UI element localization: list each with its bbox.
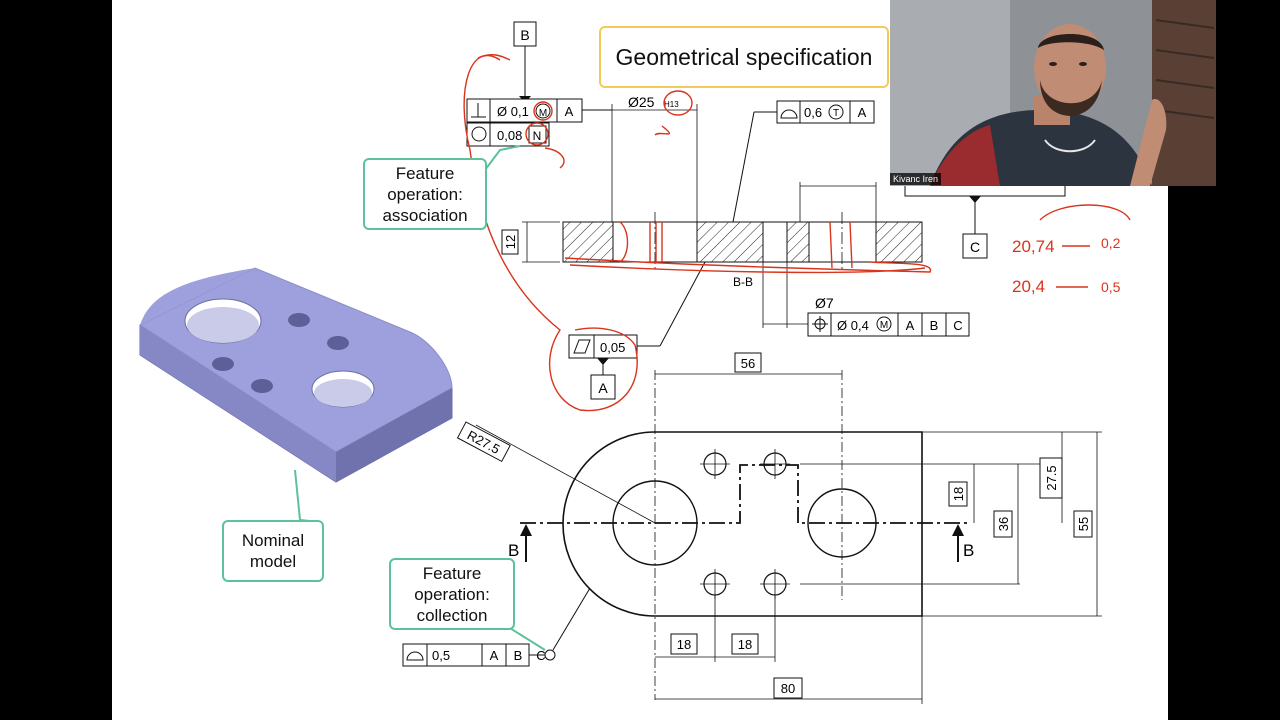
svg-text:M: M: [539, 108, 547, 119]
svg-text:0,08: 0,08: [497, 128, 522, 143]
svg-text:55: 55: [1076, 517, 1091, 531]
svg-text:H13: H13: [664, 100, 679, 109]
svg-text:20,74: 20,74: [1012, 237, 1055, 256]
svg-text:36: 36: [996, 517, 1011, 531]
perpendicularity-frame: Ø 0,1 M A: [466, 98, 612, 123]
flatness-icon: [573, 339, 591, 354]
position-frame: Ø 0,4 M A B C: [807, 312, 970, 337]
svg-text:C: C: [970, 239, 980, 255]
svg-text:18: 18: [738, 637, 752, 652]
callout-association: Feature operation: association: [363, 158, 487, 230]
video-frame: [890, 0, 1216, 186]
plan-view: 56 R27.5 18 36 27.5 55 18 18 80: [456, 352, 1102, 704]
svg-text:20,4: 20,4: [1012, 277, 1045, 296]
svg-text:B: B: [514, 648, 523, 663]
callout-collection: Feature operation: collection: [389, 558, 515, 630]
section-arrow-left: B: [508, 524, 532, 562]
position-icon: [812, 316, 828, 332]
arrow-marks: [1056, 245, 1090, 288]
svg-text:0,5: 0,5: [432, 648, 450, 663]
profile-frame-top: 0,6 T A: [732, 100, 875, 223]
svg-text:Ø25: Ø25: [628, 94, 655, 110]
circularity-frame: 0,08 N: [466, 122, 550, 147]
svg-text:0,2: 0,2: [1101, 235, 1121, 251]
svg-text:A: A: [858, 105, 867, 120]
participant-name: Kivanc Iren: [890, 173, 942, 185]
hole-size-dimension: Ø25 H13: [611, 94, 698, 222]
svg-text:Ø 0,1: Ø 0,1: [497, 104, 529, 119]
svg-text:T: T: [833, 108, 839, 119]
svg-text:A: A: [906, 318, 915, 333]
svg-text:0,05: 0,05: [600, 340, 625, 355]
svg-text:C: C: [953, 318, 962, 333]
surface-profile-icon: [780, 109, 798, 119]
datum-b-top: B: [513, 21, 537, 103]
svg-text:M: M: [880, 320, 888, 331]
flatness-frame: 0,05 A: [568, 261, 706, 400]
nominal-model-3d: [138, 267, 453, 483]
section-view: 12 B-B Ø7: [501, 182, 923, 328]
surface-profile-icon: [406, 651, 424, 661]
svg-text:B: B: [963, 541, 974, 560]
svg-text:0,5: 0,5: [1101, 279, 1121, 295]
red-annotations: [463, 53, 1131, 412]
svg-text:18: 18: [951, 487, 966, 501]
svg-text:A: A: [490, 648, 499, 663]
svg-text:B: B: [930, 318, 939, 333]
section-arrow-right: B: [952, 524, 974, 562]
callout-nominal-model: Nominal model: [222, 520, 324, 582]
svg-text:12: 12: [503, 235, 518, 249]
datum-c: C: [962, 233, 988, 259]
svg-text:18: 18: [677, 637, 691, 652]
svg-text:B: B: [508, 541, 519, 560]
svg-text:A: A: [598, 380, 608, 396]
svg-text:27.5: 27.5: [1044, 465, 1059, 490]
svg-text:Ø 0,4: Ø 0,4: [837, 318, 869, 333]
svg-text:B-B: B-B: [733, 275, 753, 289]
svg-text:80: 80: [781, 681, 795, 696]
svg-text:Ø7: Ø7: [815, 295, 834, 311]
handwritten-notes: 20,74 0,2 20,4 0,5: [1012, 235, 1121, 296]
svg-text:B: B: [520, 27, 529, 43]
profile-frame-bottom: 0,5 A B C: [402, 587, 591, 667]
video-feed-tile[interactable]: Kivanc Iren: [890, 0, 1216, 186]
svg-text:0,6: 0,6: [804, 105, 822, 120]
perpendicular-icon: [471, 103, 486, 118]
svg-text:N: N: [533, 129, 542, 143]
svg-text:56: 56: [741, 356, 755, 371]
slide-title: Geometrical specification: [599, 26, 889, 88]
circularity-icon: [471, 126, 487, 142]
partial-frame-behind-video: [904, 181, 1066, 234]
svg-text:A: A: [565, 104, 574, 119]
